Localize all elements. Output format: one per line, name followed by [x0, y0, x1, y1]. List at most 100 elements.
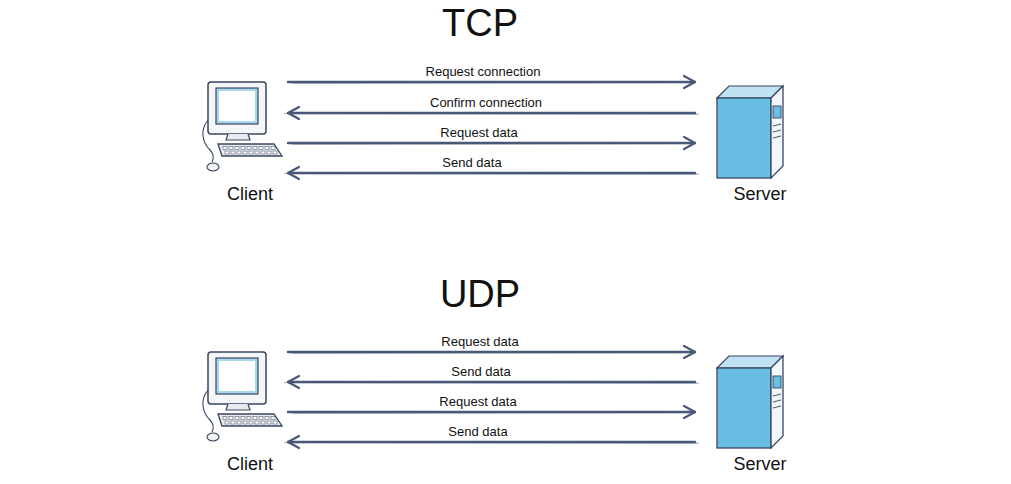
mouse	[207, 163, 219, 171]
drive-bay	[773, 106, 781, 118]
mouse	[207, 433, 219, 441]
message-label: Send data	[439, 155, 504, 170]
node-label: Server	[695, 454, 825, 475]
arrow-sketch	[292, 352, 691, 354]
key	[261, 151, 265, 154]
vent	[773, 130, 781, 132]
keyboard	[218, 414, 282, 426]
server-front	[771, 86, 783, 178]
client-node: Client	[212, 350, 288, 475]
vent	[773, 400, 781, 402]
key	[229, 147, 233, 150]
key	[255, 421, 259, 424]
server-node: Server	[695, 354, 825, 475]
key	[231, 421, 235, 424]
arrowhead	[684, 406, 695, 418]
key	[231, 151, 235, 154]
vent	[773, 124, 781, 126]
key	[265, 417, 269, 420]
key	[267, 421, 271, 424]
key	[223, 147, 227, 150]
arrow-sketch	[284, 173, 699, 175]
arrow-line	[288, 351, 695, 353]
server-icon	[695, 84, 825, 180]
screen-glare	[219, 91, 255, 121]
arrow-line	[288, 411, 695, 413]
key	[271, 417, 275, 420]
key	[273, 151, 277, 154]
arrow-line	[288, 142, 695, 144]
key	[241, 417, 245, 420]
node-label: Client	[212, 454, 288, 475]
arrowhead	[684, 137, 695, 149]
key	[241, 147, 245, 150]
key	[235, 417, 239, 420]
key	[237, 421, 241, 424]
key	[223, 417, 227, 420]
arrow-sketch	[292, 412, 691, 414]
arrowhead	[684, 76, 695, 88]
message-label: Request connection	[423, 64, 544, 79]
diagram-heading: UDP	[440, 273, 520, 316]
key	[273, 421, 277, 424]
arrowhead	[288, 107, 299, 119]
key	[259, 417, 263, 420]
key	[247, 417, 251, 420]
key	[259, 147, 263, 150]
arrow-sketch	[284, 382, 699, 384]
key	[255, 151, 259, 154]
monitor	[208, 82, 266, 134]
computer-icon	[212, 80, 288, 180]
vent	[773, 394, 781, 396]
key	[253, 147, 257, 150]
node-label: Client	[212, 184, 288, 205]
server-node: Server	[695, 84, 825, 205]
screen	[216, 358, 258, 394]
arrow-line	[288, 81, 695, 83]
message-label: Send data	[448, 364, 513, 379]
vent	[773, 136, 781, 138]
server-front	[771, 356, 783, 448]
arrow-sketch	[284, 113, 699, 115]
key	[237, 151, 241, 154]
message-label: Request data	[436, 394, 519, 409]
arrowhead	[288, 167, 299, 179]
client-node: Client	[212, 80, 288, 205]
diagram-heading: TCP	[442, 2, 518, 45]
key	[243, 151, 247, 154]
key	[243, 421, 247, 424]
stand	[226, 134, 250, 140]
key	[225, 421, 229, 424]
arrowhead	[288, 436, 299, 448]
stand	[226, 404, 250, 410]
screen-glare	[219, 361, 255, 391]
node-label: Server	[695, 184, 825, 205]
key	[265, 147, 269, 150]
message-label: Send data	[445, 424, 510, 439]
key	[267, 151, 271, 154]
server-side	[717, 368, 771, 448]
computer-icon	[212, 350, 288, 450]
screen	[216, 88, 258, 124]
arrowhead	[288, 376, 299, 388]
key	[235, 147, 239, 150]
server-icon	[695, 354, 825, 450]
key	[229, 417, 233, 420]
monitor	[208, 352, 266, 404]
mouse-cable	[203, 120, 213, 162]
message-label: Confirm connection	[427, 95, 545, 110]
vent	[773, 406, 781, 408]
arrowhead	[684, 346, 695, 358]
mouse-cable	[203, 390, 213, 432]
key	[271, 147, 275, 150]
message-label: Request data	[437, 125, 520, 140]
arrow-sketch	[284, 442, 699, 444]
keyboard	[218, 144, 282, 156]
arrow-sketch	[292, 82, 691, 84]
key	[249, 421, 253, 424]
key	[225, 151, 229, 154]
key	[249, 151, 253, 154]
drive-bay	[773, 376, 781, 388]
arrow-sketch	[292, 143, 691, 145]
key	[247, 147, 251, 150]
